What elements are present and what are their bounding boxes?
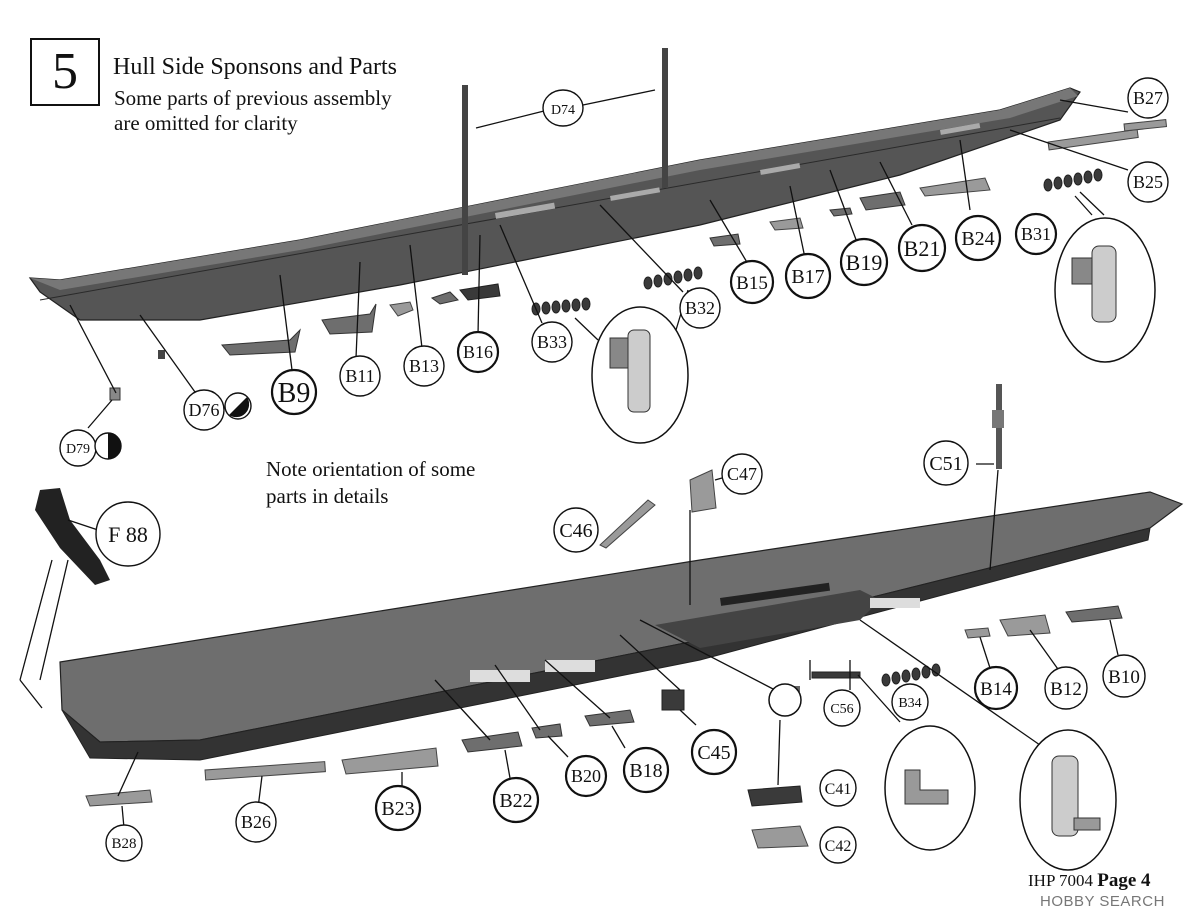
callout-c46: C46 [553,507,599,553]
note-line-1: Note orientation of some [266,457,476,481]
svg-text:B21: B21 [904,236,941,261]
callout-b9: B9 [270,368,318,416]
svg-text:B34: B34 [898,696,921,711]
svg-text:B10: B10 [1108,667,1140,688]
detail-circle-c56 [884,725,976,851]
svg-text:B31: B31 [1021,224,1051,244]
svg-text:B19: B19 [846,250,883,275]
subtitle-line-2: are omitted for clarity [114,111,298,135]
svg-text:B24: B24 [961,228,994,250]
svg-text:B20: B20 [571,766,601,786]
callout-f88: F 88 [95,501,161,567]
callout-b31: B31 [1014,212,1058,256]
top-leaders [69,99,1129,429]
callout-b19: B19 [839,237,889,287]
bottom-hull [59,491,1184,761]
step-number: 5 [52,43,78,100]
svg-text:B33: B33 [537,332,567,352]
svg-text:B16: B16 [463,342,493,362]
svg-text:B15: B15 [736,273,768,294]
top-hull [28,87,1081,321]
svg-text:B22: B22 [499,790,532,812]
callout-b14: B14 [973,665,1019,711]
callout-b23: B23 [374,784,422,832]
callout-b18: B18 [622,746,670,794]
svg-text:B13: B13 [409,356,439,376]
subtitle-line-1: Some parts of previous assembly [114,86,392,110]
svg-text:B28: B28 [111,836,136,852]
callout-b11: B11 [339,355,381,397]
top-parts [109,119,1168,401]
callout-b20: B20 [564,754,608,798]
svg-text:C47: C47 [727,464,757,484]
svg-text:C42: C42 [825,838,852,855]
callout-c45: C45 [690,728,738,776]
svg-text:C56: C56 [830,702,853,717]
callout-c51: C51 [923,440,969,486]
callout-c56: C56 [823,689,861,727]
callout-b15: B15 [729,259,775,305]
note-line-2: parts in details [266,484,389,508]
svg-text:D79: D79 [66,442,90,457]
svg-text:F 88: F 88 [108,522,148,547]
callout-b10: B10 [1102,654,1146,698]
detail-b34-sponson [1051,755,1101,837]
svg-text:B11: B11 [345,366,374,386]
svg-text:B23: B23 [381,798,414,820]
svg-text:D76: D76 [189,400,220,420]
svg-text:B9: B9 [278,378,311,409]
svg-text:D74: D74 [551,103,575,118]
step-number-box: 5 [30,38,100,106]
callout-c41: C41 [819,769,857,807]
svg-text:C41: C41 [825,781,852,798]
svg-text:B25: B25 [1133,172,1163,192]
callout-b21: B21 [897,223,947,273]
d74-masts [462,48,668,275]
svg-text:B32: B32 [685,298,715,318]
callout-c42: C42 [819,826,857,864]
callout-b12: B12 [1044,666,1088,710]
svg-text:B26: B26 [241,812,271,832]
svg-text:B14: B14 [980,679,1012,700]
detail-c56-bracket [904,769,949,805]
svg-text:B27: B27 [1133,88,1163,108]
step-title: Hull Side Sponsons and Parts [113,54,398,80]
callout-b22: B22 [492,776,540,824]
callout-b17: B17 [784,252,832,300]
callout-b33: B33 [531,321,573,363]
svg-text:B12: B12 [1050,679,1082,700]
svg-text:C51: C51 [929,453,962,475]
svg-text:B17: B17 [791,266,824,288]
callout-c47: C47 [721,453,763,495]
callout-b13: B13 [403,345,445,387]
callout-b24: B24 [954,214,1002,262]
callout-d79: D79 [59,429,122,467]
page-footer: IHP 7004 Page 4 [1028,870,1151,892]
callout-b16: B16 [456,330,500,374]
callout-d74: D74 [542,89,584,127]
svg-text:B18: B18 [629,760,662,782]
page-label: Page 4 [1097,870,1151,891]
bottom-leaders [19,463,1119,829]
callout-b32: B32 [679,287,721,329]
callout-b34: B34 [891,683,929,721]
svg-text:C46: C46 [559,520,592,542]
svg-text:C45: C45 [697,742,730,764]
detail-b31-sponson [1071,245,1117,323]
callout-b28: B28 [105,824,143,862]
doc-code: IHP 7004 [1028,871,1094,890]
callout-b26: B26 [235,801,277,843]
bottom-island-parts [35,384,1004,585]
detail-circle-c41-small [768,683,802,717]
detail-b33-sponson [609,329,651,413]
callout-b27: B27 [1127,77,1169,119]
callout-d76: D76 [183,389,252,431]
watermark: HOBBY SEARCH [1040,893,1165,910]
callout-b25: B25 [1127,161,1169,203]
